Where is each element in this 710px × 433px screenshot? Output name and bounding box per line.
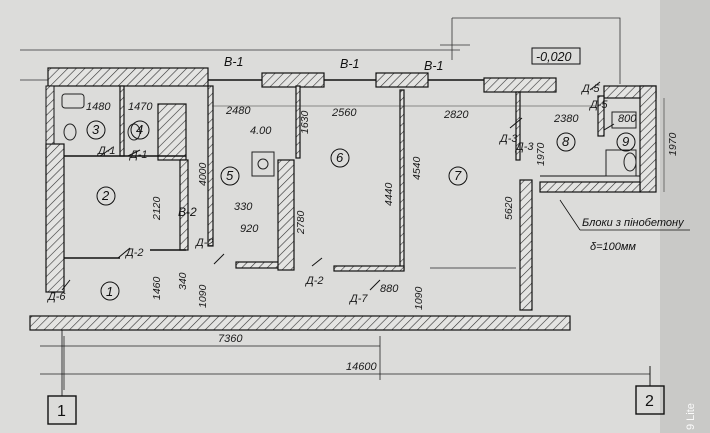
- dim-misc-3: 880: [380, 283, 399, 295]
- dim-misc-2: 920: [240, 223, 259, 235]
- dim-bottom-2: 14600: [346, 361, 377, 373]
- section-label-2: В-1: [340, 57, 359, 71]
- dim-v-3: 1460: [151, 276, 163, 300]
- paper-right-shade: [660, 0, 710, 433]
- axis-label-2: 2: [645, 393, 654, 410]
- dim-v-8: 5620: [503, 196, 515, 220]
- room-label-6: 6: [336, 150, 344, 165]
- dim-v-1: 4000: [197, 162, 209, 186]
- dim-top-1: 2480: [225, 105, 251, 117]
- top-walls: [47, 67, 657, 99]
- dim-v-10: 1090: [413, 286, 425, 310]
- dim-v-5: 1090: [197, 284, 209, 308]
- dim-top-4: 2380: [553, 113, 579, 125]
- note-leader: [559, 199, 581, 231]
- bottom-wall: [29, 315, 571, 331]
- dim-misc-1: 330: [234, 201, 253, 213]
- door-label-d1a: Д-1: [96, 145, 116, 157]
- room-label-5: 5: [226, 168, 234, 183]
- dim-small-5: 1970: [535, 142, 547, 166]
- dim-top-2: 2560: [331, 107, 357, 119]
- left-wall: [45, 143, 65, 293]
- section-label-1: В-1: [224, 55, 243, 69]
- left-wall-upper: [45, 85, 55, 145]
- room-label-9: 9: [622, 134, 629, 149]
- door-label-d3b: Д-3: [514, 141, 534, 153]
- room-label-8: 8: [562, 134, 570, 149]
- door-swings: [61, 81, 615, 291]
- section-label-3: В-1: [424, 59, 443, 73]
- door-label-d6: Д-6: [46, 291, 66, 303]
- door-label-d5a: Д-5: [580, 83, 600, 95]
- room-label-1: 1: [106, 284, 113, 299]
- dim-small-1: 1480: [86, 101, 111, 113]
- door-label-d2b: Д-2: [194, 237, 214, 249]
- room-label-2: 2: [101, 188, 110, 203]
- dim-small-7: 800: [618, 113, 637, 125]
- level-arrow: [440, 17, 621, 84]
- dim-small-2: 1470: [128, 101, 153, 113]
- dim-v-4: 340: [177, 272, 189, 290]
- level-mark: -0,020: [536, 50, 571, 64]
- dim-small-6: 1970: [667, 132, 679, 156]
- door-label-d2c: Д-2: [304, 275, 324, 287]
- door-label-d3a: Д-3: [498, 133, 518, 145]
- door-label-d2a: Д-2: [124, 247, 144, 259]
- room-label-3: 3: [92, 122, 100, 137]
- dim-v-7: 4540: [411, 156, 423, 180]
- dim-v-2: 2120: [151, 196, 163, 221]
- partition-label: В-2: [178, 205, 197, 219]
- door-label-d5b: Д-5: [588, 99, 608, 111]
- door-label-d7: Д-7: [348, 293, 368, 305]
- watermark: 9 Lite: [685, 403, 697, 430]
- note-text-1: Блоки з пінобетону: [582, 217, 685, 229]
- dim-bottom-1: 7360: [218, 333, 243, 345]
- dim-v-9: 2780: [295, 210, 307, 235]
- note-text-2: δ=100мм: [590, 241, 636, 253]
- dim-v-6: 4440: [383, 182, 395, 206]
- room-label-7: 7: [454, 168, 462, 183]
- room-label-4: 4: [136, 122, 143, 137]
- dim-top-3: 2820: [443, 109, 469, 121]
- axis-label-1: 1: [57, 403, 66, 420]
- door-label-d1b: Д-1: [128, 149, 148, 161]
- room-circles: [86, 120, 636, 301]
- dim-small-3: 4.00: [250, 125, 272, 137]
- fixtures: [61, 93, 637, 177]
- level-mark-box: [531, 47, 581, 65]
- right-wall: [639, 85, 657, 193]
- dim-small-4: 1630: [299, 110, 311, 134]
